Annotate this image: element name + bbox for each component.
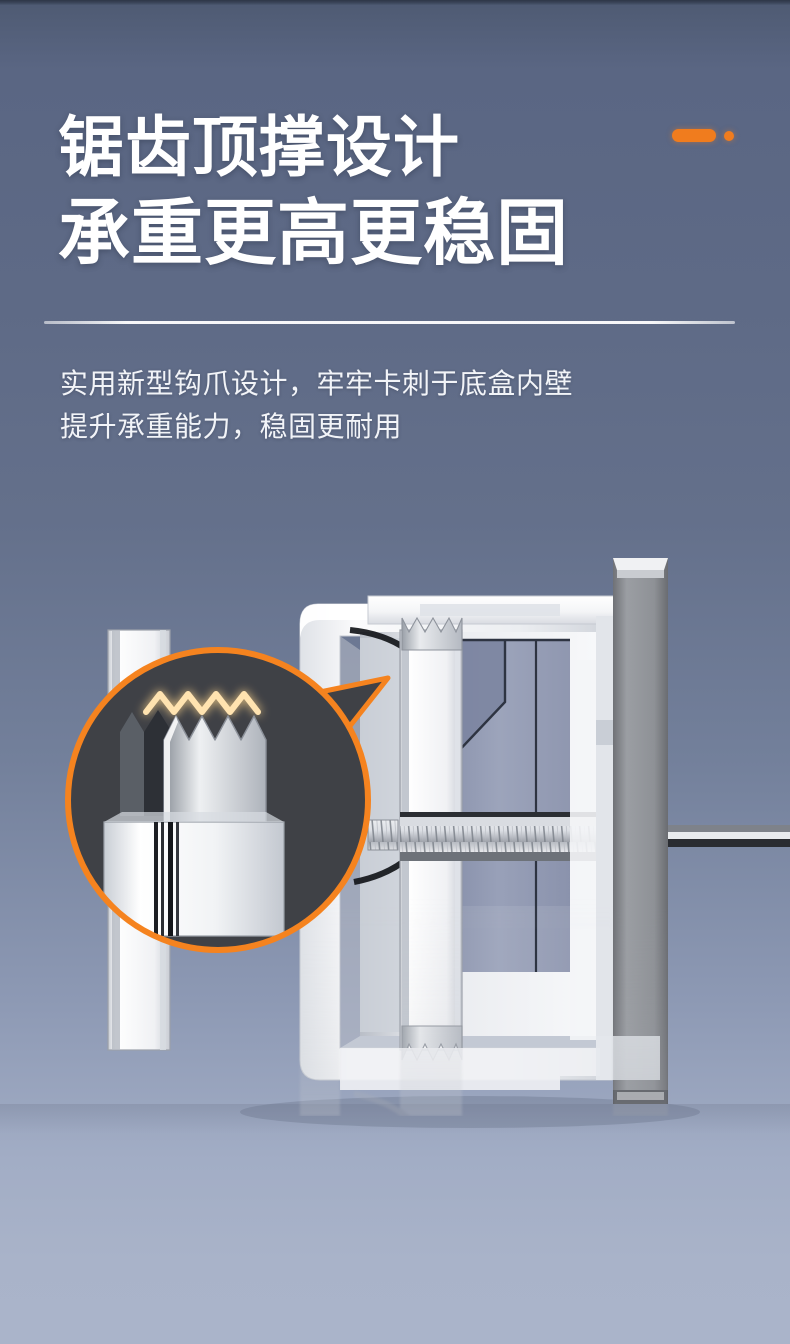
zigzag-glow-icon	[143, 691, 261, 715]
headline-line-2: 承重更高更稳固	[58, 194, 570, 274]
callout-svg	[65, 647, 391, 953]
product-illustration	[0, 520, 790, 1344]
headline-line-1: 锯齿顶撑设计	[58, 110, 460, 184]
sawtooth-claw-top	[401, 616, 463, 651]
accent-marker	[672, 128, 740, 144]
callout-ring	[65, 647, 371, 953]
threaded-stub	[367, 819, 399, 851]
sawtooth-claw-detail	[103, 710, 285, 937]
feature-callout	[58, 630, 398, 970]
section-divider	[44, 321, 735, 324]
body-line-1: 实用新型钩爪设计，牢牢卡刺于底盒内壁	[60, 368, 574, 399]
body-line-2: 提升承重能力，稳固更耐用	[60, 411, 403, 442]
accent-bar-icon	[672, 129, 716, 142]
face-plate-step	[570, 616, 613, 1080]
callout-content	[103, 691, 285, 937]
top-edge-strip	[0, 0, 790, 5]
extension-rod	[668, 825, 790, 847]
top-plate	[367, 595, 621, 625]
accent-dot-icon	[724, 131, 734, 141]
